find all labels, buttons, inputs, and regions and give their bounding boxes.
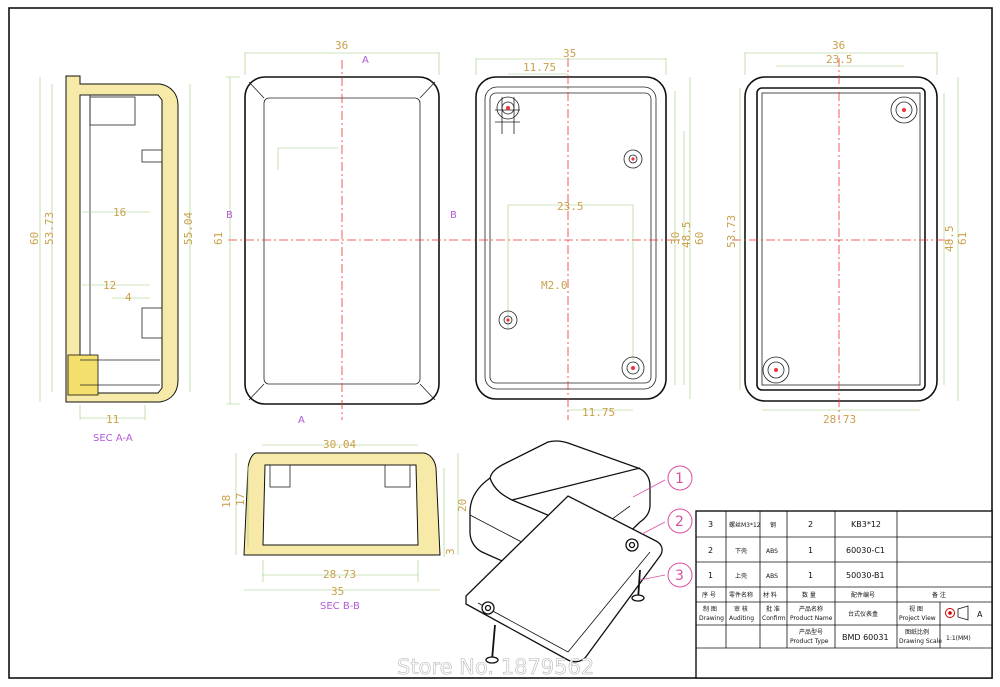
screw-boss-top-right <box>890 96 918 124</box>
dim-front-height: 61 <box>212 232 225 245</box>
screw-boss-bottom-left <box>762 356 790 384</box>
dim-b-right: 20 <box>456 499 469 512</box>
dim-inner-bottom: 11.75 <box>582 406 615 419</box>
row-3-code: KB3*12 <box>851 520 881 529</box>
screw-boss-top-left <box>496 96 520 120</box>
marker-a-bottom: A <box>298 415 305 426</box>
auditing-en: Auditing <box>729 615 754 622</box>
marker-b-left: B <box>226 210 233 221</box>
dim-lip: 4 <box>125 291 132 304</box>
dim-inner-h3: 60 <box>693 232 706 245</box>
marker-a-top: A <box>362 55 369 66</box>
dim-back-inner: 23.5 <box>826 53 853 66</box>
confirm-en: Confirm <box>762 615 786 622</box>
dim-bottom: 11 <box>106 413 119 426</box>
row-1-mat: ABS <box>766 573 778 580</box>
dim-b-inner: 28.73 <box>323 568 356 581</box>
row-3-mat: 钢 <box>770 521 776 529</box>
row-3-name: 螺丝M3*12 <box>729 521 761 529</box>
product-name-en: Product Name <box>790 615 833 622</box>
drawing-scale-value: 1:1(MM) <box>946 635 971 642</box>
drawing-scale-cn: 图纸比例 <box>905 628 929 636</box>
dim-b-h2: 17 <box>234 493 247 506</box>
product-name-cn: 产品名称 <box>799 605 823 613</box>
dim-wall: 12 <box>103 279 116 292</box>
drawing-cn: 制 图 <box>703 605 717 613</box>
dim-mid: 16 <box>113 206 126 219</box>
screw-boss-mid-left <box>498 310 518 330</box>
dim-back-left: 53.73 <box>725 215 738 248</box>
balloon-3: 3 <box>667 562 693 588</box>
drawing-frame <box>8 7 993 679</box>
section-b-label: SEC B-B <box>320 601 360 612</box>
screw-boss-mid-right <box>623 149 643 169</box>
product-type-value: BMD 60031 <box>842 633 889 642</box>
row-3-qty: 2 <box>808 520 813 529</box>
header-mat: 材 料 <box>763 591 777 599</box>
isometric-exploded-view <box>465 440 666 664</box>
row-1-qty: 1 <box>808 571 813 580</box>
dim-inner-mid: 23.5 <box>557 200 584 213</box>
header-code: 配件编号 <box>851 591 875 599</box>
product-type-en: Product Type <box>790 638 829 645</box>
section-b-b-view <box>235 444 459 591</box>
dim-right: 55.04 <box>182 212 195 245</box>
inner-view <box>462 58 691 420</box>
dim-b-h1: 18 <box>220 495 233 508</box>
dim-back-h2: 61 <box>956 232 969 245</box>
project-view-cn: 视 图 <box>909 605 923 613</box>
screw-boss-bottom-right <box>621 356 645 380</box>
svg-text:2: 2 <box>675 514 684 530</box>
dim-inner: 53.73 <box>43 212 56 245</box>
auditing-cn: 审 核 <box>734 605 748 613</box>
dim-inner-h2: 48.5 <box>680 222 693 249</box>
header-name: 零件名称 <box>729 591 753 599</box>
product-type-cn: 产品型号 <box>799 628 823 636</box>
dim-b-width: 35 <box>331 585 344 598</box>
header-qty: 数 量 <box>802 591 816 599</box>
back-view <box>732 52 959 420</box>
drawing-en: Drawing <box>699 615 724 622</box>
dim-inner-top: 11.75 <box>523 61 556 74</box>
balloon-1: 1 <box>667 465 693 491</box>
dim-back-bottom: 28.73 <box>823 413 856 426</box>
dim-back-width: 36 <box>832 39 845 52</box>
title-block <box>695 510 993 679</box>
store-watermark: Store No. 1879562 <box>397 655 594 679</box>
dim-b-top: 30.04 <box>323 438 356 451</box>
dim-back-h1: 48.5 <box>943 226 956 253</box>
header-note: 备 注 <box>932 591 946 599</box>
row-2-no: 2 <box>708 546 713 555</box>
svg-text:1: 1 <box>675 471 684 487</box>
dim-inner-h1: 30 <box>669 232 682 245</box>
dim-overall: 60 <box>28 232 41 245</box>
project-view-en: Project View <box>899 615 936 622</box>
row-2-qty: 1 <box>808 546 813 555</box>
project-view-value: A <box>977 610 983 619</box>
row-1-no: 1 <box>708 571 713 580</box>
row-2-name: 下壳 <box>735 547 747 555</box>
section-a-label: SEC A-A <box>93 433 133 444</box>
row-1-name: 上壳 <box>735 572 747 580</box>
row-1-code: 50030-B1 <box>846 571 885 580</box>
balloon-2: 2 <box>667 508 693 534</box>
dim-inner-hole: M2.0 <box>541 279 568 292</box>
projection-symbol-icon <box>945 605 969 621</box>
row-2-code: 60030-C1 <box>846 546 885 555</box>
dim-front-width: 36 <box>335 39 348 52</box>
dim-inner-width: 35 <box>563 47 576 60</box>
section-a-a-view <box>39 75 191 420</box>
dim-b-lip: 3 <box>444 548 457 555</box>
row-3-no: 3 <box>708 520 713 529</box>
marker-b-right: B <box>450 210 457 221</box>
svg-text:3: 3 <box>675 568 684 584</box>
front-view <box>226 52 458 420</box>
confirm-cn: 批 准 <box>766 605 780 613</box>
product-name-value: 台式仪表盒 <box>848 610 878 618</box>
row-2-mat: ABS <box>766 548 778 555</box>
header-no: 序 号 <box>702 591 716 599</box>
drawing-scale-en: Drawing Scale <box>899 638 942 645</box>
